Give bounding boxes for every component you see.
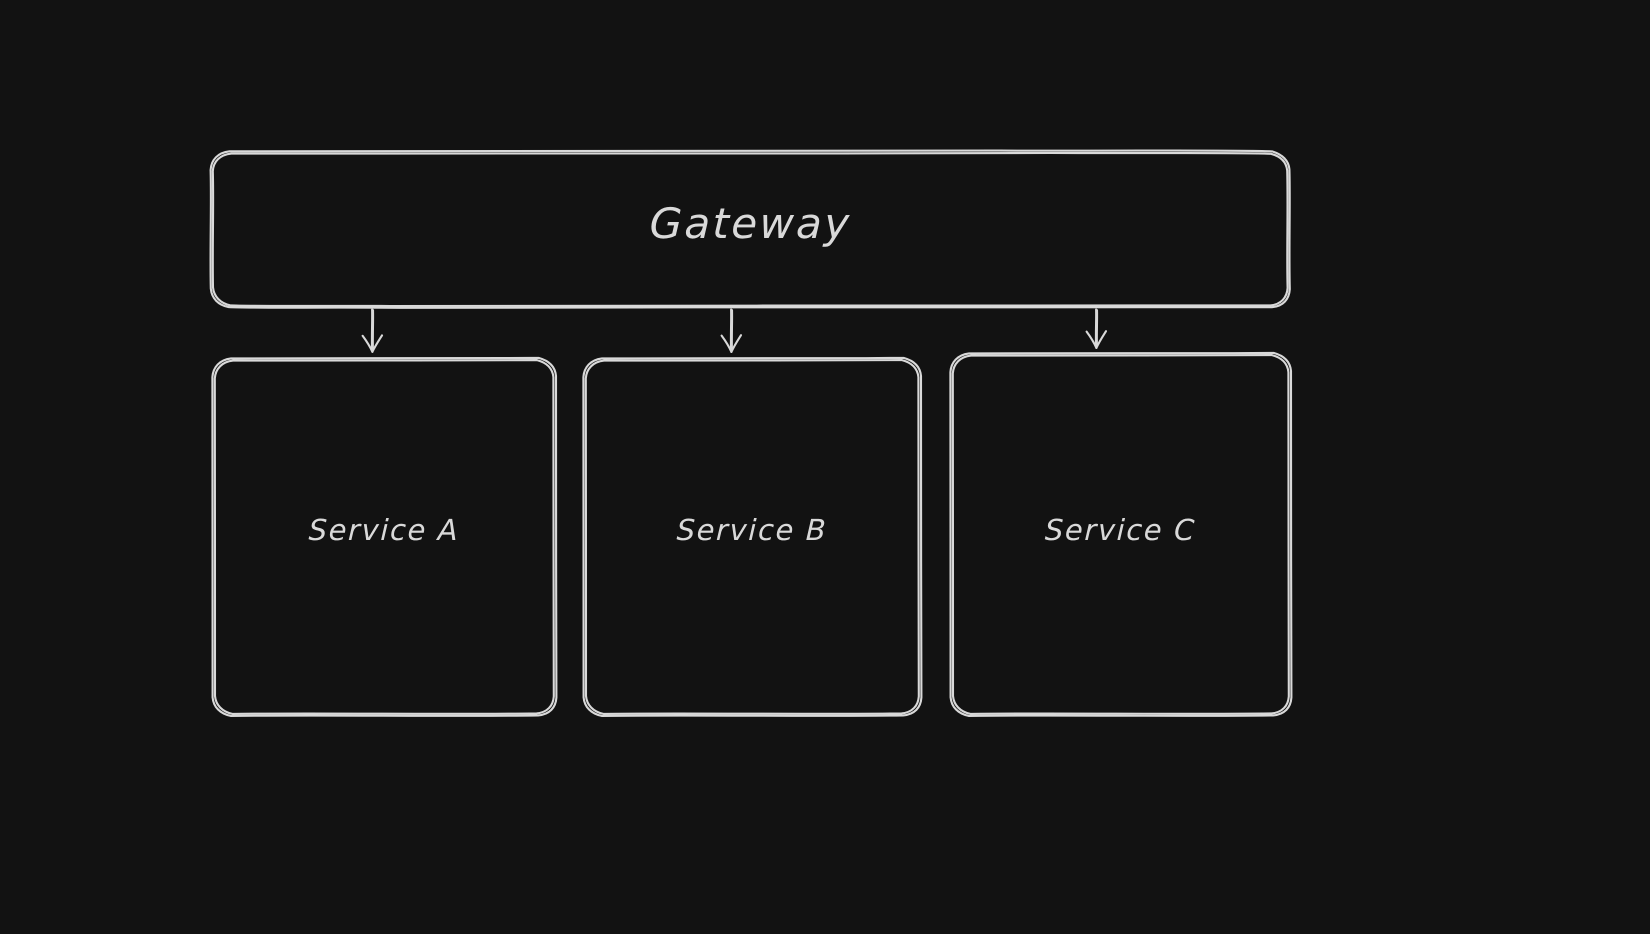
arrow-gateway-to-service-b[interactable] xyxy=(720,308,743,353)
arrow-gateway-to-service-c[interactable] xyxy=(1085,308,1108,349)
service-b-node-shape[interactable] xyxy=(582,356,923,717)
service-c-node-shape[interactable] xyxy=(949,351,1293,717)
service-c-node-label[interactable]: Service C xyxy=(1044,513,1197,547)
gateway-node-label[interactable]: Gateway xyxy=(648,199,853,248)
service-a-node-shape[interactable] xyxy=(211,356,558,717)
service-b-node-label[interactable]: Service B xyxy=(676,513,828,547)
gateway-node-shape[interactable] xyxy=(209,149,1291,309)
service-a-node-label[interactable]: Service A xyxy=(308,513,460,547)
arrow-gateway-to-service-a[interactable] xyxy=(361,308,384,353)
